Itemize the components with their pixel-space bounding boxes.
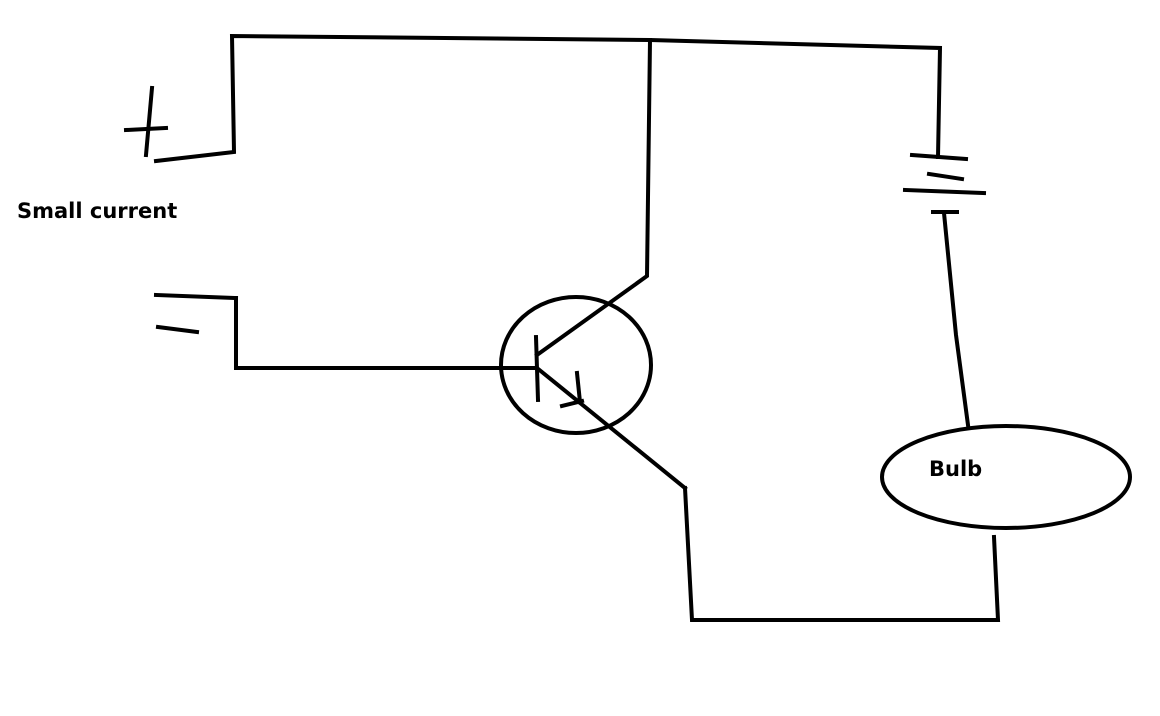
wire-minus-to-base	[234, 296, 537, 370]
transistor-icon	[499, 295, 688, 491]
wire-collector	[534, 37, 653, 358]
bulb-label: Bulb	[929, 457, 983, 481]
wire-plus-to-top	[153, 33, 943, 164]
small-current-label: Small current	[17, 199, 178, 223]
plus-terminal-icon	[123, 85, 169, 158]
minus-terminal-icon	[153, 292, 239, 335]
bulb-icon	[880, 424, 1132, 530]
wire-emitter-to-bulb	[682, 485, 1001, 622]
wire-battery-to-bulb	[941, 210, 971, 428]
battery-icon	[902, 152, 987, 214]
